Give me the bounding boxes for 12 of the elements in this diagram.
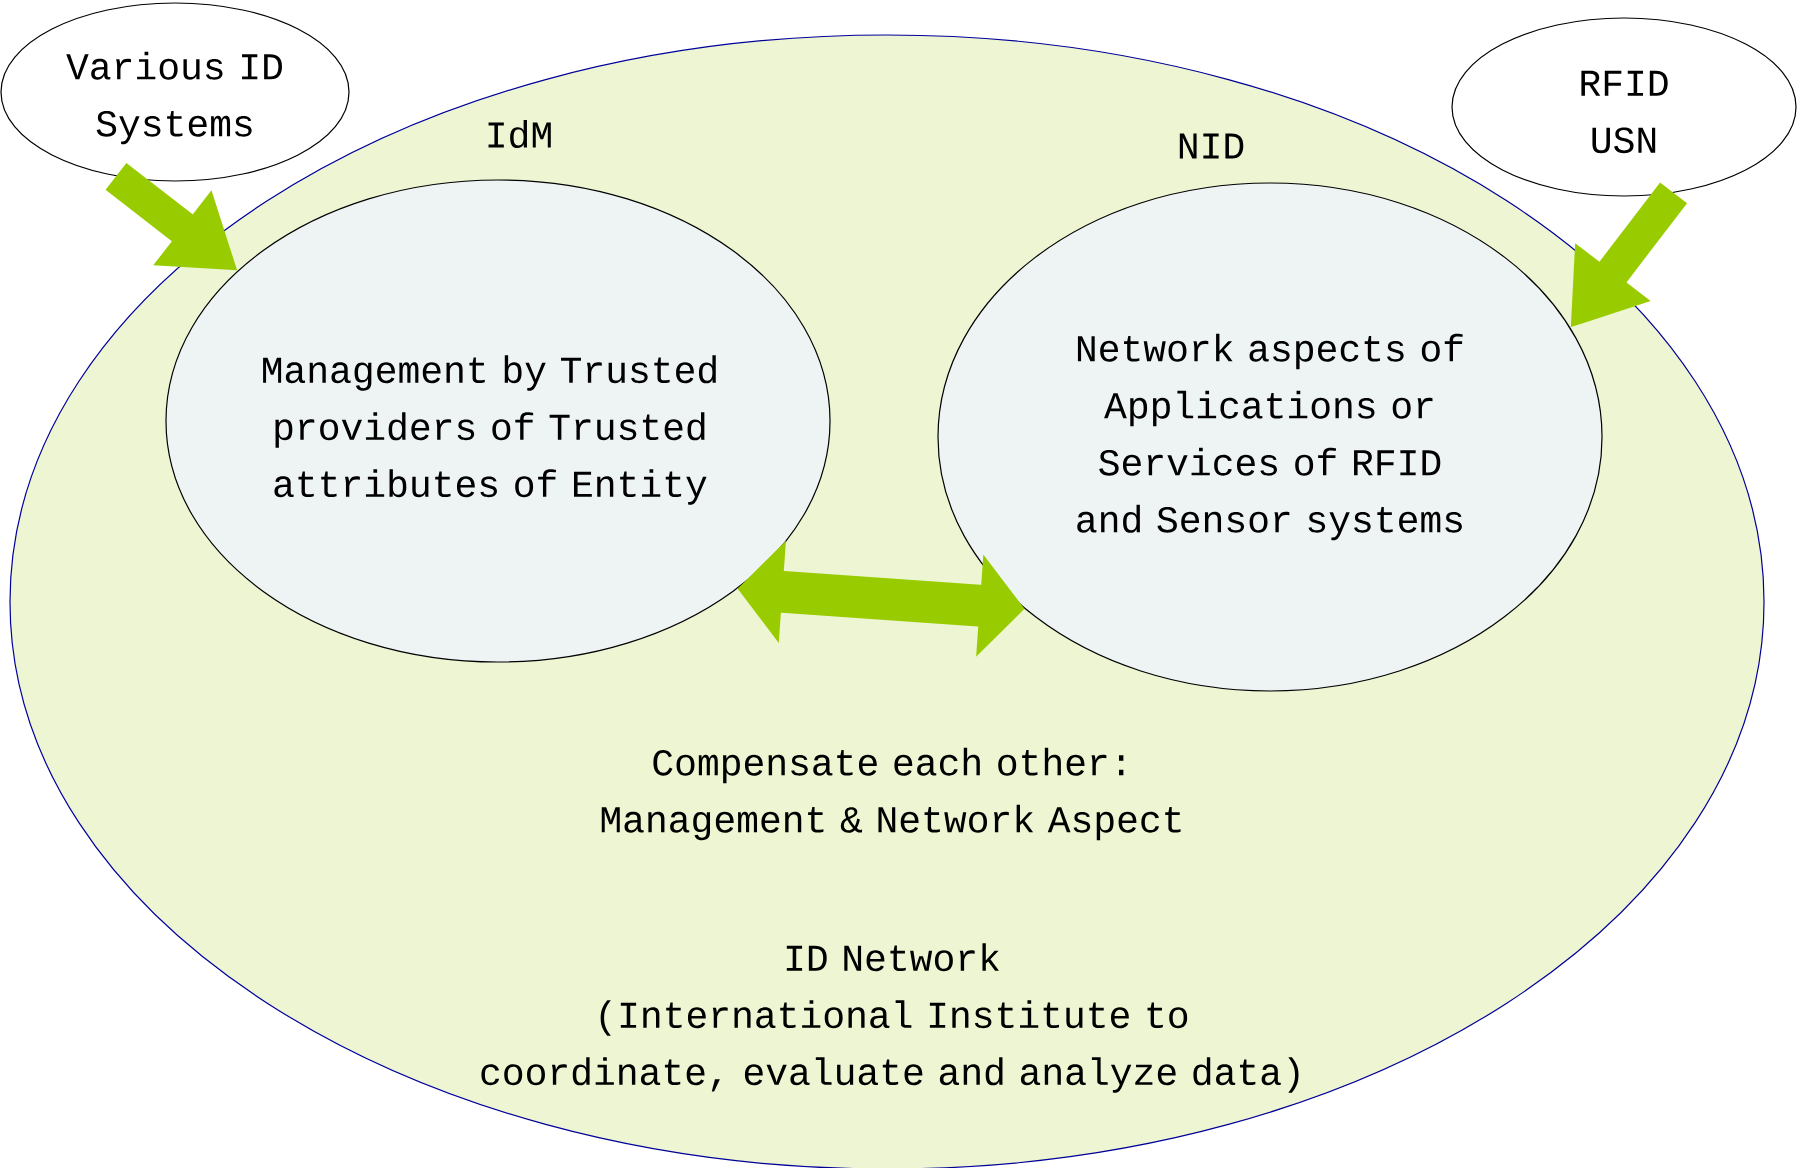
heading: IdM bbox=[488, 120, 551, 148]
edge-label: Compensate each other: Management & Network Aspect bbox=[601, 747, 1181, 841]
ellipse-text: Various ID Systems bbox=[66, 51, 282, 145]
ellipse-text: RFID USN bbox=[1581, 70, 1668, 154]
ellipse bbox=[937, 182, 1603, 692]
ellipse bbox=[1451, 17, 1797, 197]
ellipse-text: Management by Trusted providers of Trusted attributes of Entity bbox=[263, 355, 716, 505]
ellipse-text: Network aspects of Applications or Services of RFID and Sensor systems bbox=[1077, 333, 1463, 541]
heading: NID bbox=[1179, 133, 1244, 159]
ellipse-text: ID Network (International Institute to coordinate, evaluate and analyze data) bbox=[481, 943, 1299, 1093]
ellipse bbox=[165, 179, 831, 663]
ellipse bbox=[0, 2, 350, 182]
